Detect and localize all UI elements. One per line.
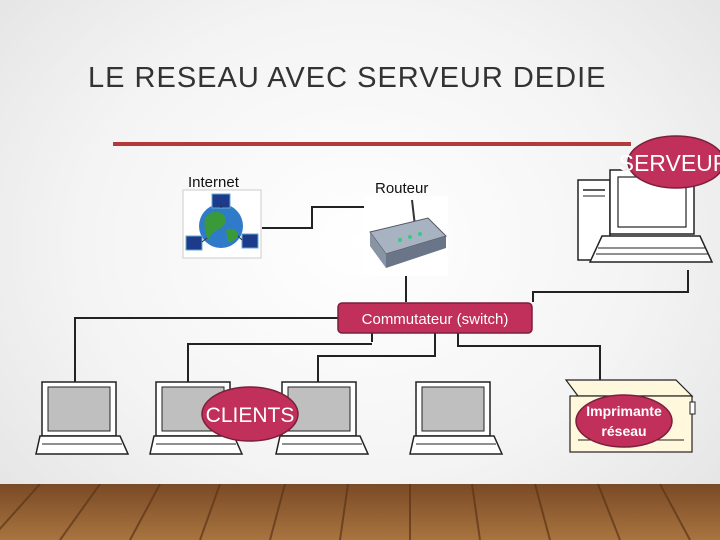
printer-label-line1: Imprimante xyxy=(586,403,662,419)
router-icon xyxy=(364,196,448,276)
printer-link xyxy=(457,332,601,382)
slide-title: LE RESEAU AVEC SERVEUR DEDIE xyxy=(88,62,607,94)
wood-floor xyxy=(0,484,720,540)
clients-label: CLIENTS xyxy=(206,404,295,427)
clients-badge: CLIENTS xyxy=(201,386,299,442)
switch-label: Commutateur (switch) xyxy=(362,311,509,328)
internet-router-link xyxy=(262,206,364,229)
server-badge: SERVEUR xyxy=(619,135,720,189)
client3-link xyxy=(317,332,436,384)
printer-badge: Imprimante réseau xyxy=(575,394,673,448)
switch-server-link xyxy=(532,270,689,302)
client2-link xyxy=(187,343,372,384)
connection-lines xyxy=(74,206,689,386)
client1-link xyxy=(74,317,338,386)
title-underline xyxy=(113,142,631,146)
printer-label-line2: réseau xyxy=(601,423,646,439)
laptop-icon xyxy=(35,381,130,455)
globe-network-icon xyxy=(182,189,262,259)
laptop-icon xyxy=(409,381,504,455)
internet-label: Internet xyxy=(188,174,239,191)
router-label: Routeur xyxy=(375,180,429,197)
switch-badge: Commutateur (switch) xyxy=(337,302,533,334)
server-label: SERVEUR xyxy=(619,150,720,176)
